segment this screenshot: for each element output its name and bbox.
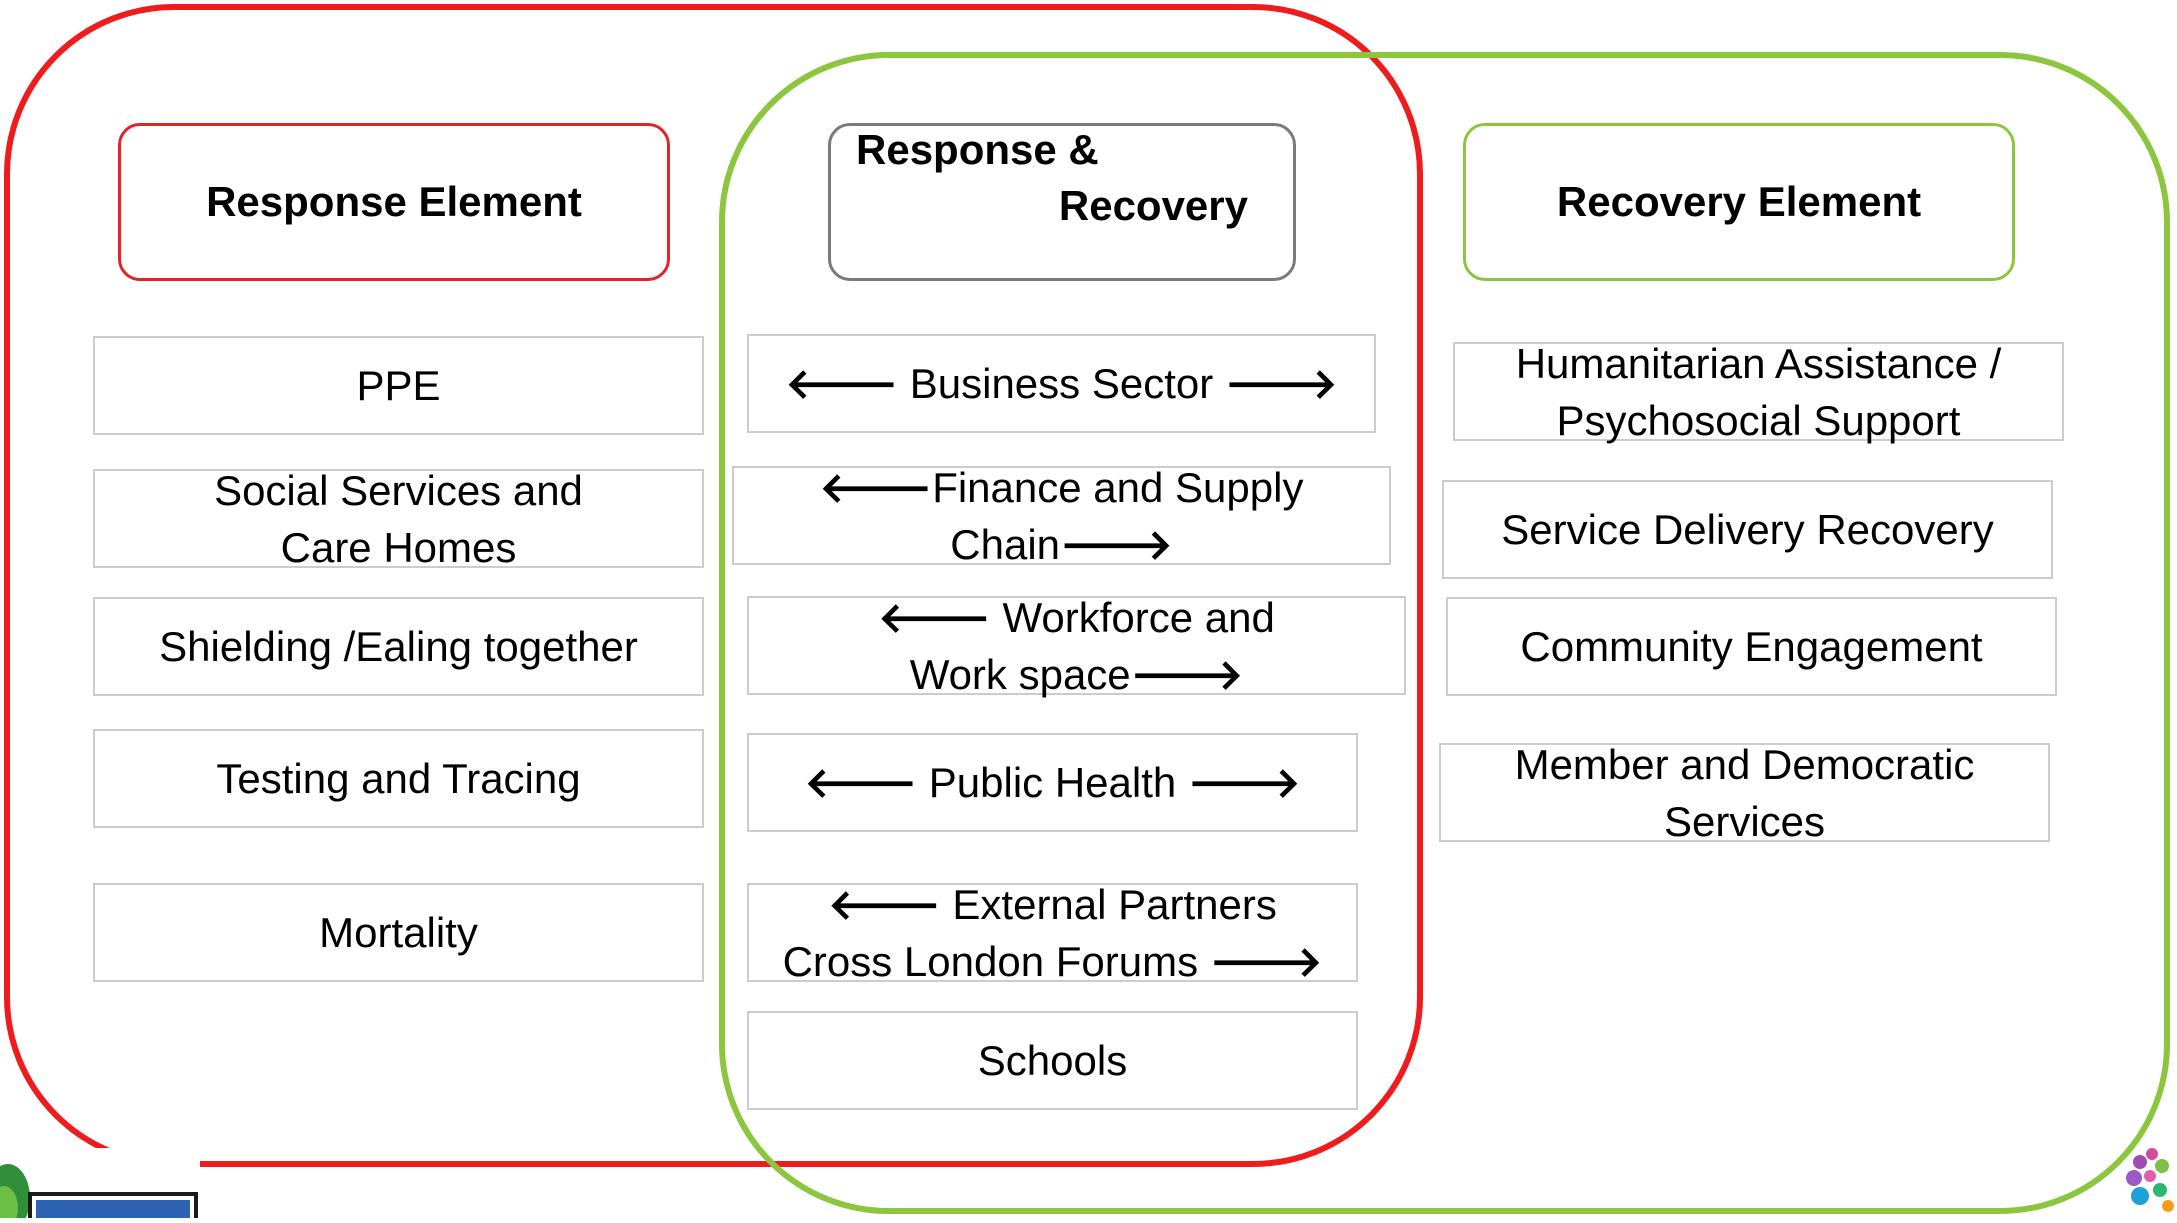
left-arrow-icon: 🡐 [828,880,941,928]
recovery-item-label: Community Engagement [1520,623,1983,670]
recovery-item-community: Community Engagement [1446,597,2057,696]
response-item-label: Shielding /Ealing together [159,623,638,670]
partner-logo [2110,1140,2177,1218]
right-arrow-icon: 🡒 [1130,650,1244,698]
response-item-label: Mortality [319,909,478,956]
shared-item-label: Workforce and Work space [909,593,1275,698]
shared-item-external-partners: 🡐 External Partners Cross London Forums … [747,880,1358,985]
left-arrow-icon: 🡐 [878,593,991,641]
right-arrow-icon: 🡒 [1060,520,1173,568]
recovery-item-humanitarian: Humanitarian Assistance / Psychosocial S… [1453,340,2064,444]
shared-item-schools: Schools [747,1011,1358,1110]
response-item-label: Testing and Tracing [216,755,581,802]
response-element-header: Response Element [118,123,670,281]
ealing-logo [0,1150,200,1218]
right-arrow-icon: 🡒 [1224,360,1338,407]
left-arrow-icon: 🡐 [819,463,933,511]
response-item-social-services: Social Services and Care Homes [93,467,704,571]
recovery-boundary [719,52,2170,1214]
recovery-element-header: Recovery Element [1463,123,2015,281]
shared-item-finance-supply-chain: 🡐Finance and Supply Chain🡒 [732,463,1391,568]
shared-item-label: Schools [977,1037,1128,1084]
shared-item-workforce: 🡐 Workforce and Work space🡒 [747,593,1406,698]
shared-item-label: Business Sector [909,360,1214,407]
response-recovery-title-line2: Recovery [1058,182,1248,229]
shared-item-business-sector: 🡐 Business Sector 🡒 [747,334,1376,433]
recovery-element-title: Recovery Element [1556,178,1922,225]
shared-item-label: Finance and Supply Chain [932,463,1304,568]
response-item-shielding: Shielding /Ealing together [93,597,704,696]
response-recovery-header: Response & Recovery [828,123,1296,281]
shared-item-label: Public Health [928,759,1177,806]
recovery-item-member-democratic: Member and Democratic Services [1439,741,2050,845]
response-item-testing: Testing and Tracing [93,729,704,828]
response-recovery-title-line1: Response & [856,126,1099,173]
shared-item-public-health: 🡐 Public Health 🡒 [747,733,1358,832]
right-arrow-icon: 🡒 [1187,759,1301,806]
response-boundary [4,4,1423,1167]
recovery-item-label: Service Delivery Recovery [1501,506,1994,553]
response-element-title: Response Element [206,178,582,225]
response-item-mortality: Mortality [93,883,704,982]
response-item-ppe: PPE [93,336,704,435]
shared-item-label: External Partners Cross London Forums [782,880,1277,985]
recovery-item-label: Member and Democratic Services [1514,740,1975,845]
left-arrow-icon: 🡐 [785,360,899,407]
left-arrow-icon: 🡐 [804,759,918,806]
right-arrow-icon: 🡒 [1209,937,1323,985]
response-item-label: PPE [356,362,441,409]
response-item-label: Social Services and Care Homes [214,466,583,571]
recovery-item-label: Humanitarian Assistance / Psychosocial S… [1515,339,2002,444]
recovery-item-service-delivery: Service Delivery Recovery [1442,480,2053,579]
